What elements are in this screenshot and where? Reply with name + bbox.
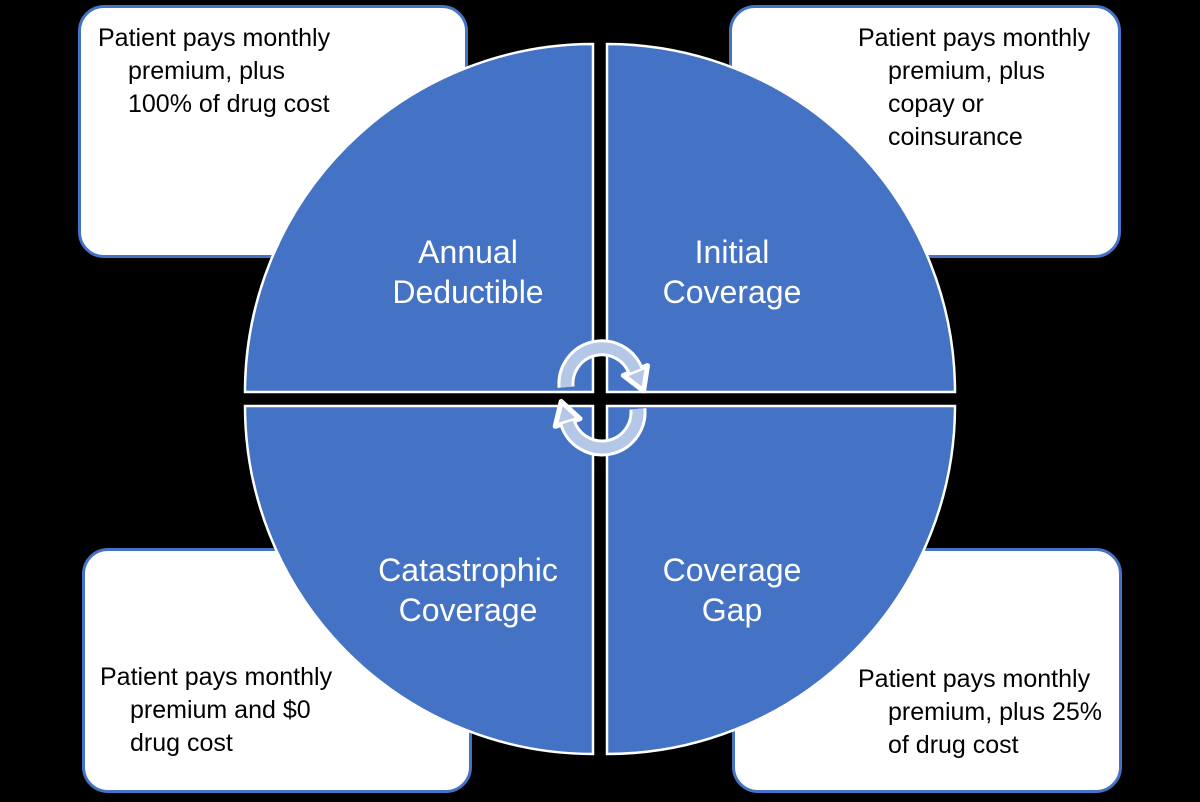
cycle-arrow-bottom bbox=[552, 399, 647, 457]
cycle-arrows-icon bbox=[552, 339, 650, 457]
quadrant-initial-coverage bbox=[605, 42, 957, 394]
callout-annual-deductible-text: Patient pays monthly premium, plus 100% … bbox=[98, 24, 331, 118]
quadrant-catastrophic-coverage bbox=[243, 404, 595, 756]
quadrant-annual-deductible bbox=[243, 42, 595, 394]
callout-initial-coverage-text: Patient pays monthly premium, plus copay… bbox=[858, 24, 1091, 151]
callout-catastrophic-coverage-text: Patient pays monthly premium and $0 drug… bbox=[100, 663, 333, 757]
label-coverage-gap: Coverage Gap bbox=[662, 552, 802, 628]
label-initial-coverage: Initial Coverage bbox=[662, 234, 802, 310]
quadrant-coverage-gap bbox=[605, 404, 957, 756]
label-catastrophic-coverage: Catastrophic Coverage bbox=[378, 552, 558, 628]
callout-coverage-gap-text: Patient pays monthly premium, plus 25% o… bbox=[858, 665, 1102, 759]
label-annual-deductible: Annual Deductible bbox=[392, 234, 544, 310]
cycle-arrow-top bbox=[557, 339, 650, 394]
